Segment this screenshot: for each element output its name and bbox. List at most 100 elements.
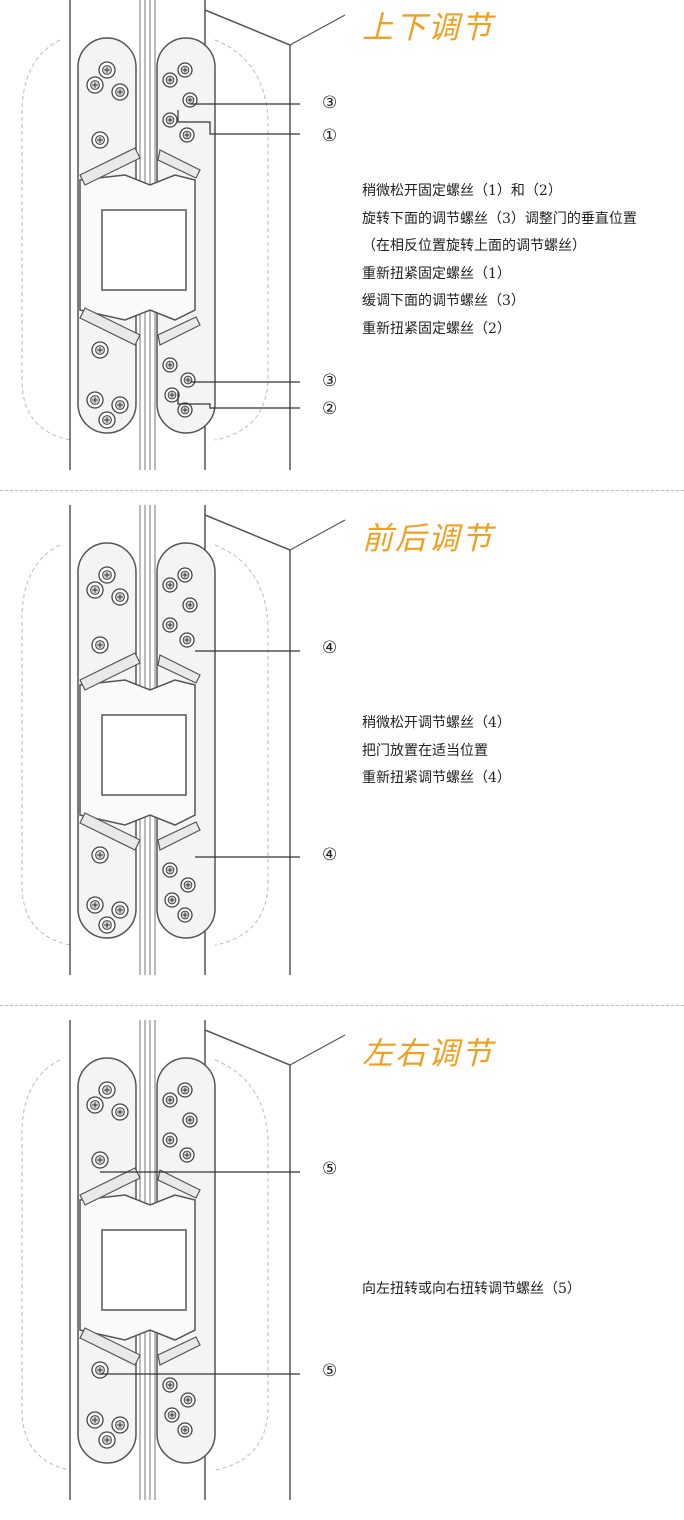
door-panel: [204, 9, 291, 470]
hinge-arm: [79, 307, 141, 346]
screw-slot: [117, 907, 123, 913]
screw-slot: [182, 67, 188, 73]
instruction-step: 把门放置在适当位置: [362, 742, 488, 759]
screw-slot: [92, 82, 98, 88]
door-panel: [204, 514, 291, 975]
screw-slot: [104, 922, 110, 928]
instruction-step: 旋转下面的调节螺丝（3）调整门的垂直位置: [362, 210, 637, 227]
hinge-arm: [79, 1327, 141, 1366]
screw-slot: [92, 397, 98, 403]
hinge-arm: [157, 654, 201, 684]
screw-slot: [97, 642, 103, 648]
hinge-arm: [157, 316, 201, 346]
screw-slot: [187, 1117, 193, 1123]
hinge-arm: [157, 1169, 201, 1199]
screw-slot: [104, 67, 110, 73]
instruction-list: 稍微松开调节螺丝（4） 把门放置在适当位置 重新扭紧调节螺丝（4）: [362, 710, 511, 793]
door-top-edge: [289, 1034, 346, 1066]
section-depth-adjustment: 前后调节 ④ ④ 稍微松开调节螺丝（4） 把门放置在适当位置 重新扭紧调节螺丝（…: [0, 505, 684, 1005]
screw-slot: [117, 594, 123, 600]
hinge-arm: [79, 1167, 141, 1206]
recess-outline: [214, 1059, 269, 1471]
section-title: 前后调节: [362, 521, 494, 557]
recess-outline: [214, 39, 269, 441]
instruction-step: 向左扭转或向右扭转调节螺丝（5）: [362, 1281, 581, 1297]
instruction-step: 缓调下面的调节螺丝（3）: [362, 293, 525, 309]
recess-outline: [21, 544, 71, 946]
screw-slot: [169, 1412, 175, 1418]
section-title: 左右调节: [362, 1036, 494, 1072]
instruction-step: 重新扭紧固定螺丝（1）: [362, 265, 511, 282]
screw-slot: [97, 347, 103, 353]
screw-slot: [92, 902, 98, 908]
instruction-step: 重新扭紧固定螺丝（2）: [362, 320, 511, 337]
screw-slot: [187, 602, 193, 608]
door-panel: [204, 1029, 291, 1500]
screw-slot: [167, 1137, 173, 1143]
recess-outline: [21, 39, 71, 441]
screw-slot: [104, 572, 110, 578]
screw-slot: [185, 882, 191, 888]
callout-label: ③: [322, 371, 338, 391]
hinge-knuckle: [101, 209, 187, 291]
screw-slot: [117, 1422, 123, 1428]
screw-slot: [184, 132, 190, 138]
screw-slot: [117, 89, 123, 95]
recess-outline: [21, 1059, 71, 1471]
hinge-diagram: [21, 1020, 346, 1500]
hinge-arm: [79, 147, 141, 186]
hinge-arm: [79, 652, 141, 691]
screw-slot: [182, 1427, 188, 1433]
screw-slot: [104, 1437, 110, 1443]
screw-slot: [167, 1097, 173, 1103]
section-divider: [0, 1005, 684, 1006]
callout-label: ①: [322, 126, 338, 146]
screw-slot: [184, 637, 190, 643]
section-lateral-adjustment: 左右调节 ⑤ ⑤ 向左扭转或向右扭转调节螺丝（5）: [0, 1020, 684, 1520]
hinge-knuckle: [101, 1229, 187, 1311]
screw-slot: [167, 582, 173, 588]
screw-slot: [92, 1102, 98, 1108]
instruction-step: 重新扭紧调节螺丝（4）: [362, 770, 511, 786]
hinge-diagram: [21, 0, 346, 470]
screw-slot: [182, 407, 188, 413]
screw-slot: [185, 1397, 191, 1403]
hinge-arm: [157, 821, 201, 851]
screw-slot: [97, 852, 103, 858]
section-divider: [0, 490, 684, 491]
screw-slot: [167, 77, 173, 83]
screw-slot: [92, 587, 98, 593]
screw-slot: [97, 137, 103, 143]
screw-slot: [187, 97, 193, 103]
screw-slot: [169, 897, 175, 903]
screw-slot: [182, 572, 188, 578]
hinge-arm: [157, 149, 201, 179]
screw-slot: [184, 1152, 190, 1158]
instruction-step: （在相反位置旋转上面的调节螺丝）: [362, 238, 586, 254]
section-title: 上下调节: [362, 10, 494, 46]
screw-slot: [97, 1157, 103, 1163]
screw-slot: [117, 1109, 123, 1115]
hinge-knuckle: [101, 714, 187, 796]
leader-line: [177, 110, 300, 135]
screw-slot: [167, 867, 173, 873]
callout-label: ⑤: [322, 1361, 338, 1381]
hinge-arm: [157, 1336, 201, 1366]
hinge-arm: [79, 812, 141, 851]
callout-label: ④: [322, 638, 338, 658]
callout-label: ③: [322, 93, 338, 113]
screw-slot: [167, 117, 173, 123]
screw-slot: [167, 362, 173, 368]
callout-label: ⑤: [322, 1159, 338, 1179]
instruction-step: 稍微松开固定螺丝（1）和（2）: [362, 183, 562, 199]
screw-slot: [167, 1382, 173, 1388]
recess-outline: [214, 544, 269, 946]
instruction-list: 向左扭转或向右扭转调节螺丝（5）: [362, 1276, 581, 1304]
screw-slot: [182, 912, 188, 918]
screw-slot: [169, 392, 175, 398]
screw-slot: [167, 622, 173, 628]
screw-slot: [185, 377, 191, 383]
screw-slot: [182, 1087, 188, 1093]
screw-slot: [97, 1367, 103, 1373]
door-top-edge: [289, 14, 346, 46]
